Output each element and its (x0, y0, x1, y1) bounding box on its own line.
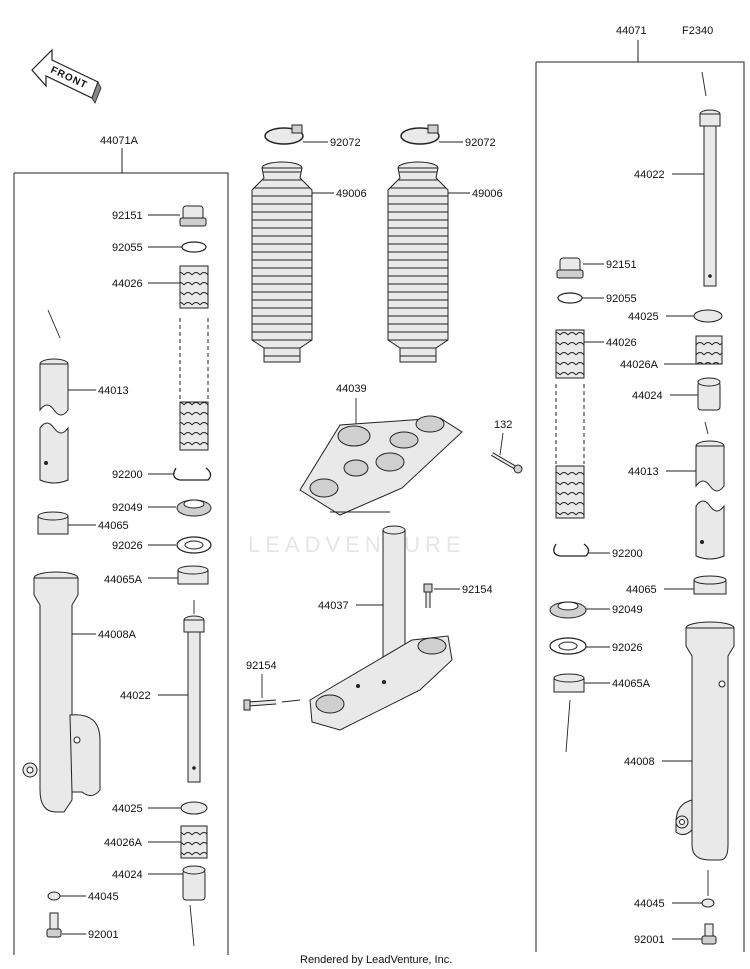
bolt-92001 (46, 912, 62, 938)
label-44037: 44037 (318, 600, 349, 612)
label-44026A-r: 44026A (620, 359, 659, 371)
cap-bolt-92151 (179, 205, 207, 227)
label-92154-b: 92154 (246, 660, 277, 672)
spring-44026 (179, 265, 209, 451)
label-44022: 44022 (120, 690, 151, 702)
spring-44026A-r (695, 335, 723, 365)
bushing-44065 (37, 511, 69, 535)
label-44008A: 44008A (98, 629, 137, 641)
label-132: 132 (494, 419, 512, 431)
label-44065: 44065 (98, 520, 129, 532)
label-92049: 92049 (112, 502, 143, 514)
label-92001: 92001 (88, 929, 119, 941)
footer-credit: Rendered by LeadVenture, Inc. (300, 954, 452, 966)
label-44026: 44026 (112, 278, 143, 290)
label-92154-a: 92154 (462, 584, 493, 596)
gasket-44045 (47, 891, 61, 901)
label-44025: 44025 (112, 803, 143, 815)
fork-boot-49006-b (387, 161, 449, 363)
bolt-132 (490, 452, 523, 474)
right-assembly-label: 44071 (616, 25, 647, 37)
diagram-code: F2340 (682, 25, 713, 37)
spring-44026A (180, 825, 208, 859)
label-92026-r: 92026 (612, 642, 643, 654)
fork-boot-49006-a (251, 161, 313, 363)
left-assembly: 44071A 92151 92055 44026 440 (13, 135, 229, 955)
label-49006-b: 49006 (472, 188, 503, 200)
label-92151: 92151 (112, 210, 143, 222)
label-92055: 92055 (112, 242, 143, 254)
bolt-92154-a (423, 583, 433, 608)
right-assembly: 44071 44022 92151 92055 44025 (535, 25, 745, 952)
watermark-text: LEADVENTURE (248, 532, 466, 557)
damper-rod-44022 (183, 600, 205, 783)
spring-44026-r (555, 329, 585, 519)
label-49006-a: 49006 (336, 188, 367, 200)
label-44026-r: 44026 (606, 337, 637, 349)
label-92200-r: 92200 (612, 548, 643, 560)
o-ring-92055 (181, 241, 207, 253)
clamp-screw-a (291, 124, 303, 134)
upper-bracket-44039 (299, 415, 463, 516)
label-44022-r: 44022 (634, 169, 665, 181)
o-ring-92055-r (557, 292, 583, 304)
bushing-44065-r (693, 575, 727, 595)
label-92072-a: 92072 (330, 137, 361, 149)
outer-tube-44008A (22, 571, 101, 813)
inner-tube-44013-r (695, 421, 725, 560)
label-44013: 44013 (98, 385, 129, 397)
front-arrow-icon: FRONT (31, 48, 102, 104)
label-44045-r: 44045 (634, 898, 665, 910)
label-92200: 92200 (112, 469, 143, 481)
clip-92200-r (553, 543, 590, 557)
label-92072-b: 92072 (465, 137, 496, 149)
oil-seal-92049-r (549, 601, 587, 619)
label-92055-r: 92055 (606, 293, 637, 305)
bolt-92001-r (701, 923, 717, 945)
label-44065A: 44065A (104, 574, 143, 586)
label-44065-r: 44065 (626, 584, 657, 596)
label-44024-r: 44024 (632, 390, 663, 402)
label-92001-r: 92001 (634, 934, 665, 946)
outer-tube-44008-r (675, 621, 735, 861)
oil-seal-92049 (176, 499, 212, 517)
bushing-44065A (177, 565, 209, 585)
bushing-44065A-r (553, 673, 585, 693)
label-92151-r: 92151 (606, 259, 637, 271)
gasket-44045-r (701, 898, 715, 908)
bolt-92154-b (243, 699, 277, 711)
label-44026A: 44026A (104, 837, 143, 849)
clamp-screw-b (427, 124, 439, 134)
steering-stem-44037 (309, 525, 453, 731)
label-44065A-r: 44065A (612, 678, 651, 690)
label-44039: 44039 (336, 383, 367, 395)
piece-44024-r (697, 377, 721, 411)
label-44045: 44045 (88, 891, 119, 903)
label-92049-r: 92049 (612, 604, 643, 616)
label-44024: 44024 (112, 869, 143, 881)
center-parts: 92072 92072 49006 49006 44 (243, 124, 523, 731)
label-44025-r: 44025 (628, 311, 659, 323)
label-92026: 92026 (112, 540, 143, 552)
piece-44024 (182, 865, 206, 901)
label-44008-r: 44008 (624, 756, 655, 768)
damper-rod-44022-r (699, 71, 721, 287)
ring-44025 (180, 801, 208, 815)
inner-tube-44013 (39, 309, 69, 484)
label-44013-r: 44013 (628, 466, 659, 478)
cap-bolt-92151-r (556, 257, 584, 279)
left-assembly-bracket (13, 148, 229, 955)
right-assembly-bracket (535, 40, 745, 952)
clip-92200 (173, 467, 212, 481)
left-assembly-label: 44071A (100, 135, 139, 147)
ring-44025-r (693, 309, 723, 323)
